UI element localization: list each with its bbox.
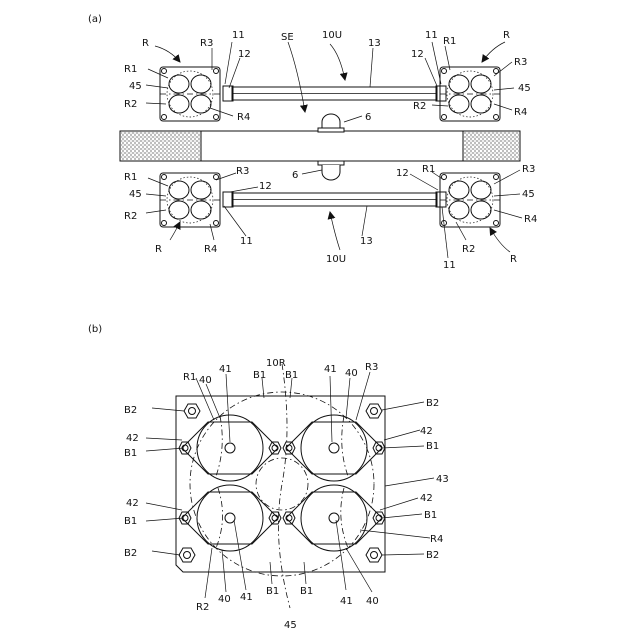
label-R1: R1	[422, 164, 435, 175]
bearing-lower-left	[179, 485, 281, 551]
label-42: 42	[126, 498, 139, 509]
label-12: 12	[411, 49, 424, 60]
panel-b-label: (b)	[88, 324, 102, 335]
housing-top-left	[160, 67, 220, 121]
label-45: 45	[284, 620, 297, 631]
label-12: 12	[259, 181, 272, 192]
label-R: R	[503, 30, 510, 41]
label-11: 11	[240, 236, 253, 247]
label-B2: B2	[426, 550, 439, 561]
label-R4: R4	[514, 107, 527, 118]
shaft-13-top	[223, 86, 446, 101]
label-41: 41	[240, 592, 253, 603]
sensor-6-top	[318, 114, 344, 132]
bolt-b2-br	[366, 548, 382, 562]
label-R4: R4	[524, 214, 537, 225]
label-40: 40	[199, 375, 212, 386]
roller-housing-10R	[176, 364, 385, 608]
label-B2: B2	[426, 398, 439, 409]
label-40: 40	[366, 596, 379, 607]
bolt-b2-tl	[184, 404, 200, 418]
label-11: 11	[425, 30, 438, 41]
label-42: 42	[126, 433, 139, 444]
label-11: 11	[443, 260, 456, 271]
label-42: 42	[420, 493, 433, 504]
bearing-lower-right	[283, 485, 385, 551]
label-40: 40	[345, 368, 358, 379]
label-R3: R3	[522, 164, 535, 175]
label-SE: SE	[281, 32, 294, 43]
label-41: 41	[219, 364, 232, 375]
label-10R: 10R	[266, 358, 286, 369]
label-R3: R3	[365, 362, 378, 373]
leaders-b	[146, 372, 434, 598]
label-R: R	[155, 244, 162, 255]
label-41: 41	[340, 596, 353, 607]
label-40: 40	[218, 594, 231, 605]
label-6: 6	[292, 170, 298, 181]
label-13: 13	[368, 38, 381, 49]
label-42: 42	[420, 426, 433, 437]
label-13: 13	[360, 236, 373, 247]
label-R1: R1	[443, 36, 456, 47]
label-B2: B2	[124, 548, 137, 559]
label-10U: 10U	[322, 30, 342, 41]
label-R2: R2	[196, 602, 209, 613]
label-R1: R1	[124, 64, 137, 75]
label-B1: B1	[253, 370, 266, 381]
label-R3: R3	[236, 166, 249, 177]
bolt-b2-bl	[179, 548, 195, 562]
label-6: 6	[365, 112, 371, 123]
label-R2: R2	[124, 99, 137, 110]
label-10U: 10U	[326, 254, 346, 265]
label-45: 45	[129, 189, 142, 200]
label-R2: R2	[124, 211, 137, 222]
label-R2: R2	[413, 101, 426, 112]
label-R4: R4	[204, 244, 217, 255]
label-R1: R1	[183, 372, 196, 383]
housing-bottom-right	[440, 173, 500, 227]
housing-bottom-left	[160, 173, 220, 227]
label-45: 45	[522, 189, 535, 200]
label-B1: B1	[424, 510, 437, 521]
label-R2: R2	[462, 244, 475, 255]
housing-top-right	[440, 67, 500, 121]
label-B1: B1	[266, 586, 279, 597]
label-B2: B2	[124, 405, 137, 416]
label-R4: R4	[237, 112, 250, 123]
label-B1: B1	[124, 516, 137, 527]
bearing-upper-left	[179, 415, 281, 481]
bearing-upper-right	[283, 415, 385, 481]
label-R1: R1	[124, 172, 137, 183]
label-R3: R3	[200, 38, 213, 49]
label-41: 41	[324, 364, 337, 375]
label-B1: B1	[124, 448, 137, 459]
panel-a-label: (a)	[88, 14, 102, 25]
label-R: R	[510, 254, 517, 265]
beam	[120, 131, 520, 161]
label-12: 12	[396, 168, 409, 179]
shaft-13-bottom	[223, 192, 446, 207]
label-R: R	[142, 38, 149, 49]
label-B1: B1	[300, 586, 313, 597]
label-43: 43	[436, 474, 449, 485]
label-R4: R4	[430, 534, 443, 545]
label-11: 11	[232, 30, 245, 41]
label-12: 12	[238, 49, 251, 60]
label-45: 45	[129, 81, 142, 92]
label-B1: B1	[426, 441, 439, 452]
sensor-6-bottom	[318, 161, 344, 180]
labels-b: 10R 41 41 R1 40 B1 B1 40 R3 B2 B2 42 42 …	[124, 358, 449, 631]
label-45: 45	[518, 83, 531, 94]
bolt-b2-tr	[366, 404, 382, 418]
label-B1: B1	[285, 370, 298, 381]
label-R3: R3	[514, 57, 527, 68]
